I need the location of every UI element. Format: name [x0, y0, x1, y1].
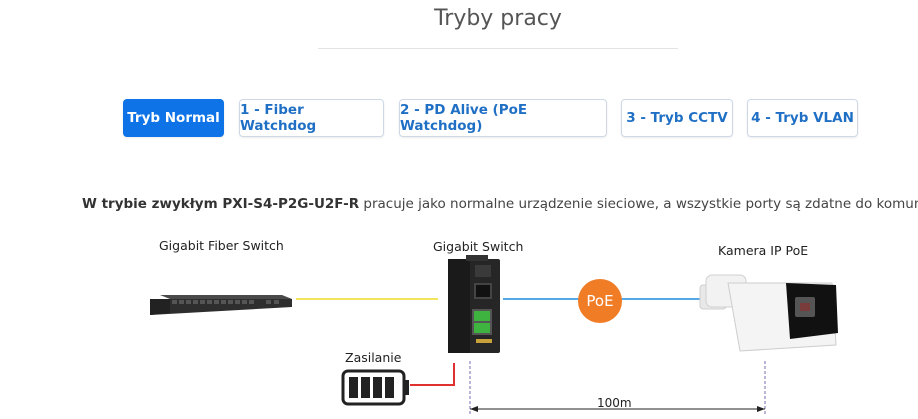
fiber-switch-label: Gigabit Fiber Switch	[159, 238, 284, 253]
description-device: W trybie zwykłym PXI-S4-P2G-U2F-R	[82, 196, 360, 212]
power-label: Zasilanie	[345, 350, 402, 365]
distance-label: 100m	[597, 396, 632, 410]
mode-tabs: Tryb Normal 1 - Fiber Watchdog 2 - PD Al…	[0, 99, 918, 139]
poe-badge: PoE	[578, 279, 622, 323]
tab-normal[interactable]: Tryb Normal	[123, 99, 224, 137]
din-switch-image	[448, 255, 500, 353]
fiber-switch-image	[150, 295, 292, 315]
tab-pd-alive[interactable]: 2 - PD Alive (PoE Watchdog)	[399, 99, 607, 137]
arrow-left-icon	[470, 406, 478, 412]
arrow-right-icon	[757, 406, 765, 412]
title-divider	[318, 48, 678, 49]
page-title: Tryby pracy	[434, 6, 562, 31]
power-line	[410, 363, 455, 386]
network-diagram: Gigabit Fiber Switch Gigabit Switch Kame…	[0, 225, 918, 419]
battery-icon	[341, 369, 409, 406]
mode-description: W trybie zwykłym PXI-S4-P2G-U2F-R pracuj…	[82, 196, 918, 212]
tab-vlan[interactable]: 4 - Tryb VLAN	[747, 99, 858, 137]
diagram-graphics	[150, 255, 838, 415]
tab-cctv[interactable]: 3 - Tryb CCTV	[621, 99, 733, 137]
description-text: pracuje jako normalne urządzenie sieciow…	[359, 196, 918, 212]
camera-image	[699, 274, 838, 352]
camera-label: Kamera IP PoE	[718, 243, 809, 258]
tab-fiber-watchdog[interactable]: 1 - Fiber Watchdog	[239, 99, 384, 137]
switch-label: Gigabit Switch	[433, 239, 524, 254]
